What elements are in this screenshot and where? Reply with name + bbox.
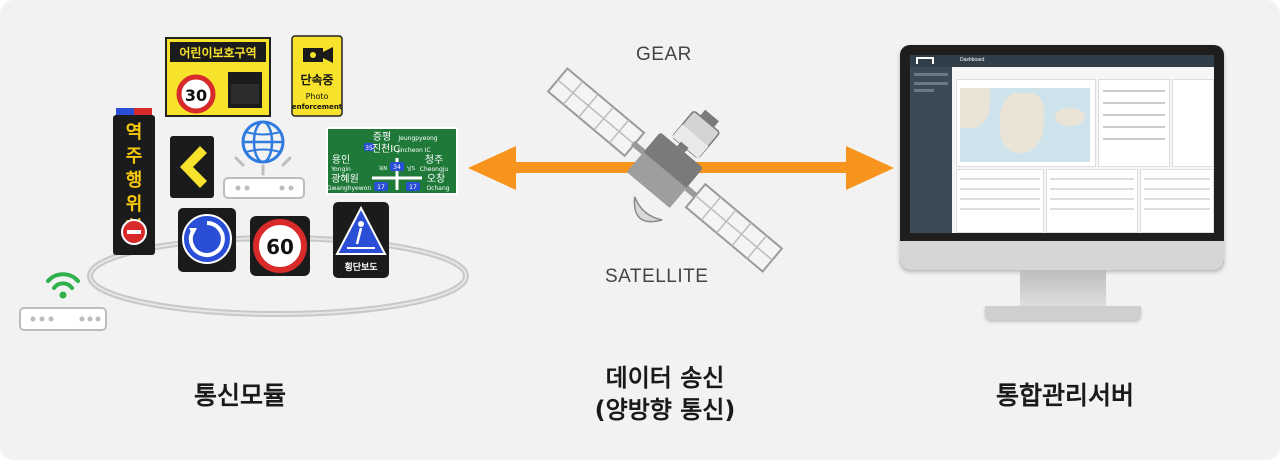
guide-right1-en: Cheongju: [420, 166, 449, 173]
guide-south-label: 남S: [407, 165, 415, 172]
curve-chevron-sign: [170, 136, 214, 198]
guide-route-right: 17: [409, 184, 417, 191]
satellite-label: SATELLITE: [605, 266, 709, 287]
guide-route-center: 34: [393, 164, 401, 171]
communication-module-illustration: 역 주 행 위 험 어린이보호구역 30: [19, 35, 469, 331]
wrong-way-char-4: 위: [126, 194, 143, 215]
guide-mid-kr: 진천IC: [372, 143, 400, 155]
guide-left2-en: Gwanghyewon: [327, 185, 371, 192]
guide-mid-badge: 35: [365, 145, 373, 152]
enforcement-sub2: enforcement: [292, 103, 343, 111]
enforcement-title: 단속중: [300, 72, 333, 87]
monitor-screen: Dashboard: [910, 55, 1214, 233]
monitor-stand-neck: [1020, 270, 1106, 308]
dashboard-map-panel: [956, 79, 1096, 167]
center-caption: 데이터 송신 (양방향 통신): [560, 362, 770, 426]
dashboard-topbar: Dashboard: [910, 55, 1214, 67]
dashboard-header-title: Dashboard: [960, 57, 985, 63]
camera-icon: [303, 47, 333, 63]
school-zone-text: 어린이보호구역: [179, 45, 256, 60]
wifi-router-icon: [19, 272, 107, 331]
left-caption: 통신모듈: [193, 381, 286, 410]
dashboard-table-2: [1046, 169, 1138, 233]
dashboard-table-1: [956, 169, 1044, 233]
crosswalk-text: 횡단보도: [344, 261, 378, 273]
guide-north-label: 북N: [379, 166, 388, 172]
guide-right2-kr: 오창: [427, 173, 445, 185]
guide-right2-en: Ochang: [426, 185, 449, 192]
guide-route-left: 17: [377, 184, 385, 191]
guide-top-kr: 증평: [373, 131, 391, 143]
guide-mid-en: Jincheon IC: [396, 147, 430, 154]
speed-30-text: 30: [185, 86, 207, 105]
guide-left1-kr: 용인: [332, 154, 350, 166]
network-router-icon: [223, 177, 305, 199]
dashboard-table-3: [1140, 169, 1214, 233]
guide-left2-kr: 광혜원: [331, 173, 359, 185]
no-entry-icon: [121, 219, 147, 245]
monitor-stand-base: [985, 306, 1141, 320]
wrong-way-char-3: 행: [126, 170, 143, 191]
wrong-way-char-1: 역: [126, 122, 143, 143]
dashboard-list-panel: [1098, 79, 1170, 167]
right-caption: 통합관리서버: [995, 381, 1134, 410]
speed-60-text: 60: [266, 235, 294, 259]
speed-limit-60-sign: 60: [250, 216, 310, 276]
enforcement-sub1: Photo: [306, 92, 329, 101]
dashboard-sidebar: [910, 67, 952, 233]
wrong-way-char-2: 주: [126, 146, 143, 167]
globe-icon: [241, 120, 285, 164]
satellite-transmission-illustration: [468, 67, 894, 273]
monitor-chin: [900, 241, 1224, 270]
crosswalk-sign: 횡단보도: [333, 202, 389, 278]
server-monitor: Dashboard: [900, 45, 1224, 270]
gear-label: GEAR: [636, 44, 692, 65]
photo-enforcement-sign: 단속중 Photo enforcement: [291, 35, 343, 117]
map-view: [960, 88, 1090, 162]
signal-ray-icons: [234, 156, 292, 176]
dashboard-side-panel: [1172, 79, 1214, 167]
road-guide-sign: 증평 Jeungpyeong 35 진천IC Jincheon IC 용인 Yo…: [326, 127, 458, 195]
guide-left1-en: Yongin: [330, 166, 351, 173]
center-caption-line2: (양방향 통신): [594, 396, 736, 424]
satellite-icon: [546, 67, 784, 273]
center-caption-line1: 데이터 송신: [605, 364, 725, 392]
school-zone-sign: 어린이보호구역 30: [165, 37, 271, 117]
roundabout-sign: [178, 208, 236, 272]
guide-top-en: Jeungpyeong: [397, 135, 437, 142]
guide-right1-kr: 청주: [425, 154, 443, 166]
brand-logo-icon: [916, 57, 934, 64]
